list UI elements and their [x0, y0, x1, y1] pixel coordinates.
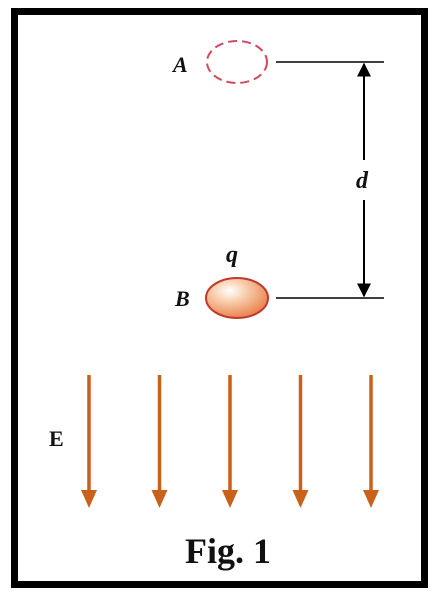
field-arrow	[222, 375, 238, 508]
field-label: E	[49, 426, 64, 451]
point-a-label: A	[171, 52, 188, 77]
field-arrow	[363, 375, 379, 508]
field-arrow	[81, 375, 97, 508]
field-arrow-head	[81, 490, 97, 508]
figure-caption: Fig. 1	[185, 531, 271, 571]
electric-field-arrows	[81, 375, 379, 508]
point-a-ghost-circle	[206, 40, 268, 84]
field-arrow-head	[222, 490, 238, 508]
point-b-label: B	[174, 286, 190, 311]
field-arrow-head	[151, 490, 168, 508]
distance-label: d	[356, 168, 369, 194]
charge-sphere	[205, 277, 269, 319]
field-arrow	[292, 375, 309, 508]
field-arrow-head	[363, 490, 379, 508]
charge-label: q	[226, 242, 238, 268]
field-arrow-head	[292, 490, 309, 508]
field-arrow	[151, 375, 168, 508]
